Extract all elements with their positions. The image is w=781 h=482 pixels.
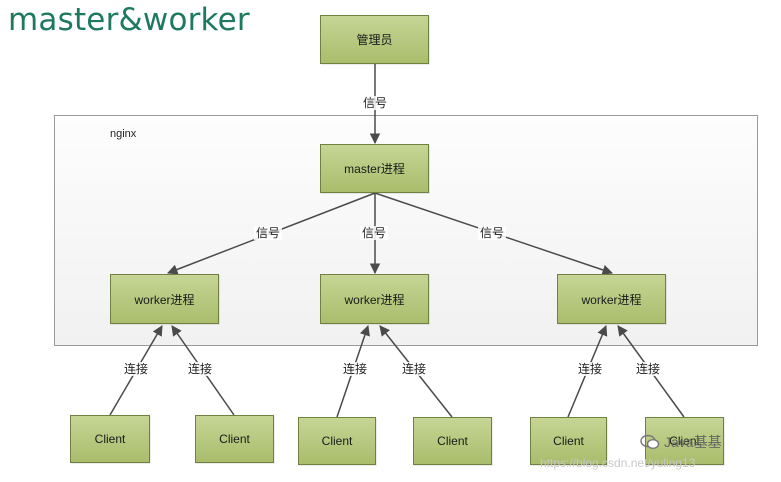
edge-label-client5: 连接 xyxy=(575,362,605,376)
node-worker-3: worker进程 xyxy=(557,274,666,324)
node-client-4: Client xyxy=(413,417,492,465)
watermark-url: https://blog.csdn.net/yuling13 xyxy=(540,456,696,470)
edge-label-master-worker2: 信号 xyxy=(359,226,389,240)
node-client-6: Client xyxy=(645,417,724,465)
node-admin: 管理员 xyxy=(320,15,429,64)
watermark: Java基基 xyxy=(640,432,722,452)
diagram-title: master&worker xyxy=(8,2,250,38)
node-client-5: Client xyxy=(530,417,607,465)
node-client-2: Client xyxy=(195,415,274,463)
edge-label-client6: 连接 xyxy=(633,362,663,376)
edge-label-client4: 连接 xyxy=(399,362,429,376)
edge-label-master-worker1: 信号 xyxy=(253,226,283,240)
wechat-icon xyxy=(640,434,660,450)
node-client-3: Client xyxy=(298,417,376,465)
edge-label-client1: 连接 xyxy=(121,362,151,376)
edge-label-client2: 连接 xyxy=(185,362,215,376)
edge-label-master-worker3: 信号 xyxy=(477,226,507,240)
node-worker-2: worker进程 xyxy=(320,274,429,324)
node-worker-1: worker进程 xyxy=(110,274,219,324)
edge-label-admin-master: 信号 xyxy=(360,96,390,110)
nginx-frame-label: nginx xyxy=(110,128,137,140)
node-master: master进程 xyxy=(320,144,429,193)
node-client-1: Client xyxy=(70,415,150,463)
watermark-brand: Java基基 xyxy=(664,434,722,450)
edge-label-client3: 连接 xyxy=(340,362,370,376)
